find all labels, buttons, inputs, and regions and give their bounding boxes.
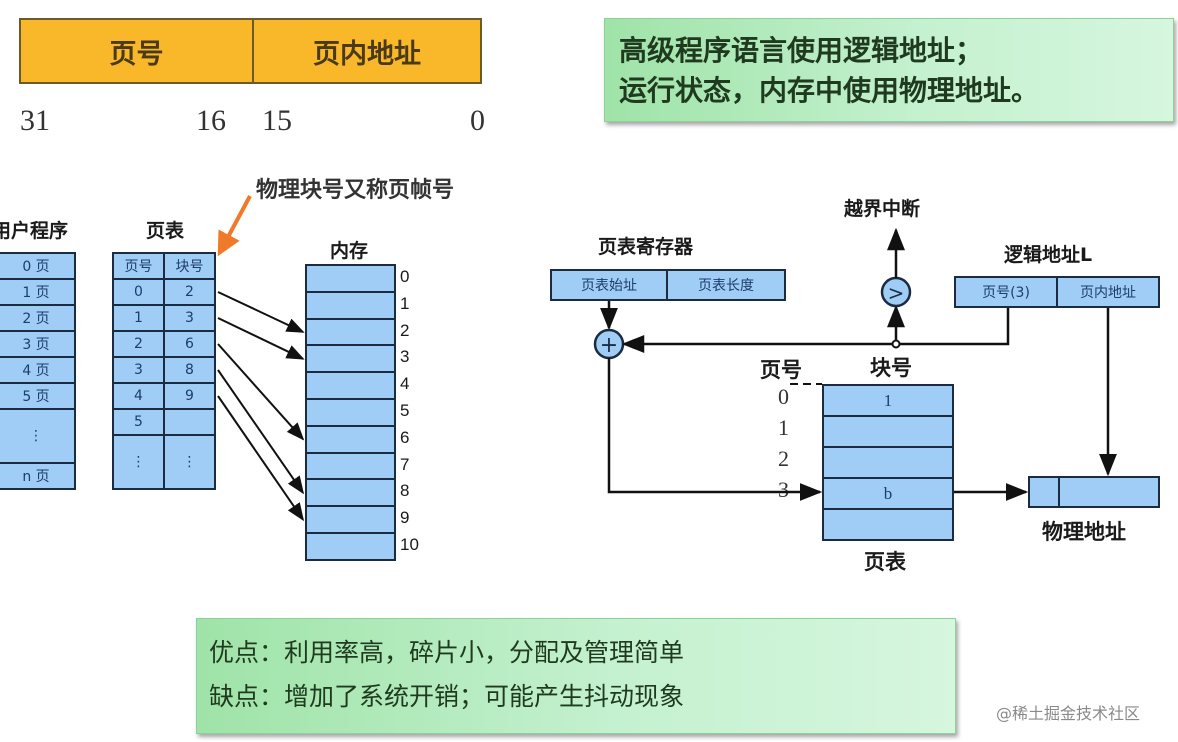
logical-page-number-field: 页号(3) — [954, 276, 1058, 308]
bit-16: 16 — [196, 104, 226, 137]
user-page-cell: ⋮ — [0, 408, 76, 464]
bit-15: 15 — [262, 104, 292, 137]
page-table-block-cell: 3 — [163, 304, 216, 332]
page-table-right-label: 页表 — [864, 550, 906, 574]
frame-number-callout: 物理块号又称页帧号 — [256, 178, 455, 203]
page-to-frame-arrows — [217, 291, 305, 522]
page-number-to-adder-line — [621, 308, 1010, 353]
memory-block — [305, 398, 396, 427]
user-page-cell: 2 页 — [0, 304, 76, 332]
memory-title: 内存 — [330, 240, 369, 262]
address-format-bar: 页号 页内地址 — [19, 18, 482, 84]
memory-block-number: 1 — [400, 293, 410, 313]
bit-31: 31 — [20, 104, 50, 137]
page-offset-field: 页内地址 — [313, 38, 421, 70]
user-page-cell: 5 页 — [0, 382, 76, 410]
memory-block-number: 8 — [400, 481, 410, 501]
memory-block — [305, 532, 396, 561]
memory-block — [305, 371, 396, 400]
page-table-block-cell: ⋮ — [163, 434, 216, 490]
memory-block-number: 6 — [400, 427, 410, 447]
address-note-box: 高级程序语言使用逻辑地址； 运行状态，内存中使用物理地址。 — [604, 18, 1174, 122]
page-index-number: 1 — [778, 415, 789, 440]
block-number-label: 块号 — [870, 356, 912, 380]
overflow-interrupt-label: 越界中断 — [844, 198, 921, 220]
pros-text: 优点：利用率高，碎片小，分配及管理简单 — [209, 638, 685, 667]
memory-block-number: 7 — [400, 454, 410, 474]
page-number-field: 页号 — [21, 20, 254, 82]
memory-block-number: 2 — [400, 320, 410, 340]
page-map-arrow — [217, 317, 305, 360]
pros-cons-box: 优点：利用率高，碎片小，分配及管理简单 缺点：增加了系统开销；可能产生抖动现象 — [196, 618, 956, 734]
page-table-page-cell: ⋮ — [112, 434, 165, 490]
note-line-2: 运行状态，内存中使用物理地址。 — [619, 74, 1040, 107]
user-page-cell: n 页 — [0, 462, 76, 490]
user-page-cell: 1 页 — [0, 278, 76, 306]
page-table-base-field: 页表始址 — [550, 269, 668, 301]
user-page-cell: 0 页 — [0, 252, 76, 280]
memory-block-number: 4 — [400, 374, 410, 394]
watermark: @稀土掘金技术社区 — [996, 704, 1141, 723]
junction-dot — [891, 339, 901, 349]
bit-0: 0 — [470, 104, 485, 137]
memory-block — [305, 505, 396, 534]
page-map-arrow — [217, 395, 305, 522]
page-map-arrow — [217, 291, 305, 333]
page-table-register-title: 页表寄存器 — [598, 236, 694, 258]
adder-to-table-arrow — [607, 358, 823, 501]
memory-block-number: 5 — [400, 401, 410, 420]
memory-block-number: 9 — [400, 508, 410, 528]
memory-block-number: 10 — [400, 535, 419, 554]
page-table-entry — [822, 508, 954, 541]
memory-block-number: 3 — [400, 347, 410, 367]
physical-address-label: 物理地址 — [1042, 520, 1126, 544]
cons-text: 缺点：增加了系统开销；可能产生抖动现象 — [209, 682, 685, 711]
memory-block-number: 0 — [400, 267, 410, 286]
page-table-page-cell: 1 — [112, 304, 165, 332]
logical-offset-field: 页内地址 — [1056, 276, 1160, 308]
comparator-icon: > — [888, 281, 905, 305]
callout-arrow — [217, 195, 252, 257]
page-index-number: 3 — [778, 477, 789, 502]
page-table-block-cell: 2 — [163, 278, 216, 306]
page-index-number: 2 — [778, 446, 789, 471]
page-table-block-cell: 8 — [163, 356, 216, 384]
page-table-block-cell: 9 — [163, 382, 216, 410]
page-number-label: 页号 — [760, 358, 802, 382]
page-index-number: 0 — [778, 384, 789, 409]
page-table-entry: 1 — [822, 384, 954, 417]
note-line-1: 高级程序语言使用逻辑地址； — [619, 34, 984, 67]
page-table-page-cell: 3 — [112, 356, 165, 384]
page-table-length-field: 页表长度 — [666, 269, 786, 301]
page-map-arrow — [217, 343, 305, 441]
logical-address-title: 逻辑地址L — [1004, 244, 1093, 266]
adder-icon: + — [600, 333, 618, 358]
physical-offset-field — [1058, 476, 1160, 508]
user-program-title: 用户程序 — [0, 220, 69, 242]
page-map-arrow — [217, 369, 305, 495]
page-table-title: 页表 — [146, 220, 185, 242]
